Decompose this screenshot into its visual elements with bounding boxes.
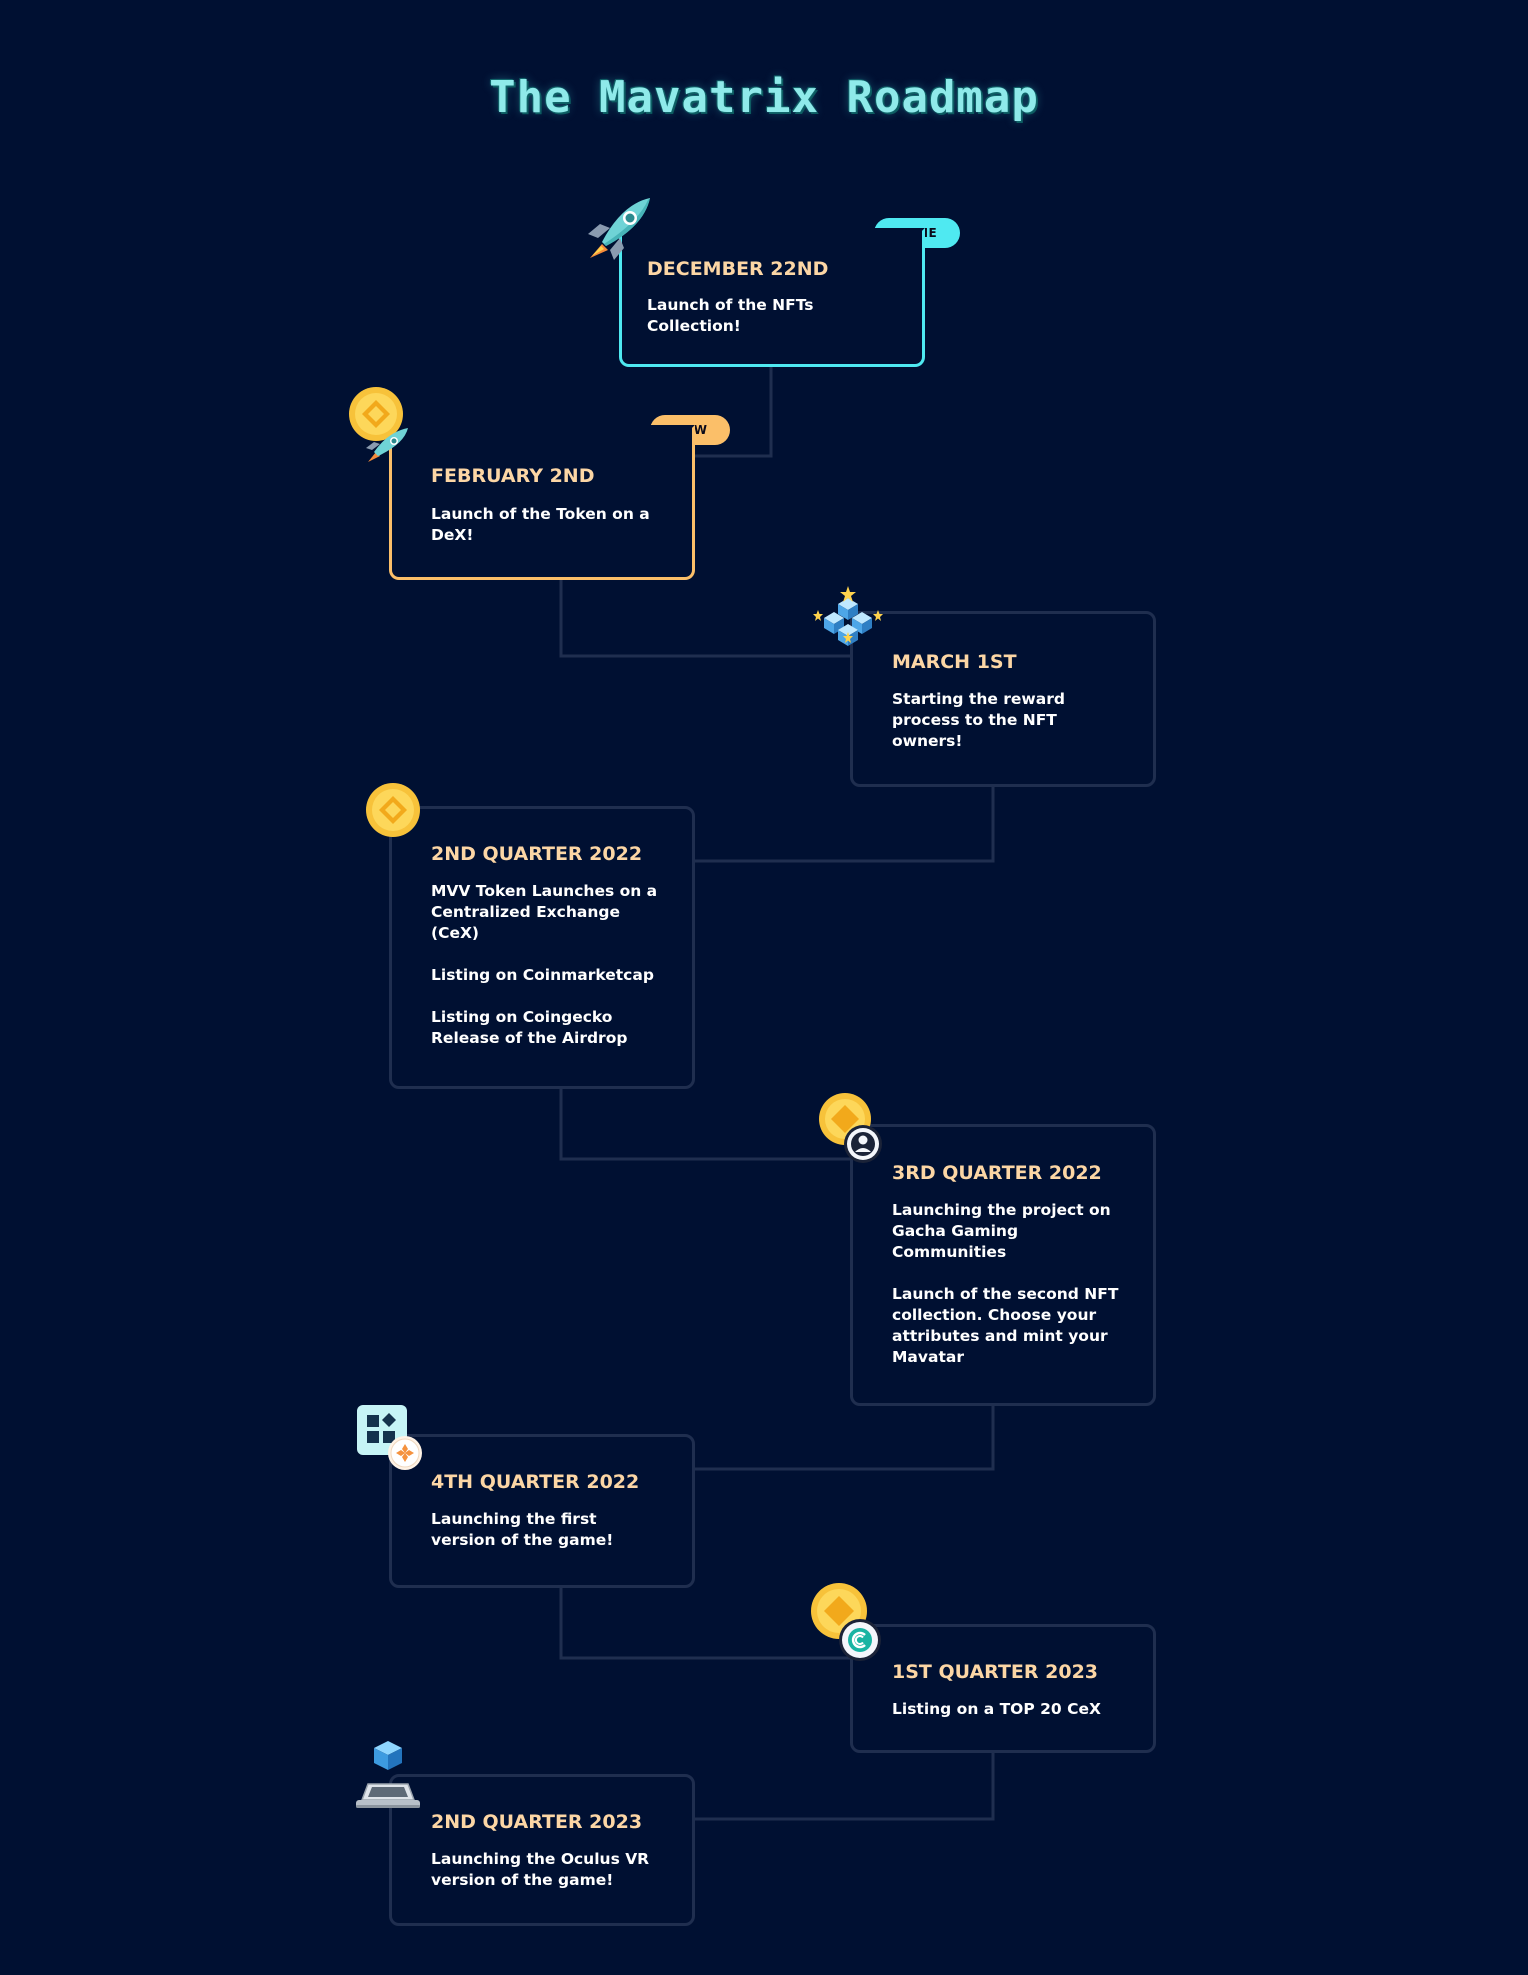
milestone-description: Listing on a TOP 20 CeX — [892, 1700, 1101, 1718]
blocks-icon — [813, 586, 883, 646]
cube-laptop-icon — [356, 1741, 420, 1808]
milestone-description: Launch of the Token on a DeX! — [431, 505, 650, 544]
milestone-date: DECEMBER 22ND — [647, 258, 829, 280]
milestone-description: Launching the first version of the game! — [431, 1510, 614, 1549]
milestone-description: Launching the project on Gacha Gaming Co… — [892, 1201, 1119, 1366]
milestone-date: MARCH 1ST — [892, 651, 1017, 673]
milestone-date: 2ND QUARTER 2023 — [431, 1811, 643, 1833]
connector-7-8 — [694, 1751, 995, 1821]
coin-rocket-icon — [349, 387, 408, 462]
milestone-card-4: 2ND QUARTER 2022 MVV Token Launches on a… — [389, 806, 695, 1089]
milestone-card-7: 1ST QUARTER 2023 Listing on a TOP 20 CeX — [850, 1624, 1156, 1753]
connector-2-3 — [559, 578, 850, 658]
milestone-description: Starting the reward process to the NFT o… — [892, 690, 1065, 750]
milestone-date: 2ND QUARTER 2022 — [431, 843, 643, 865]
milestone-card-1: DECEMBER 22ND Launch of the NFTs Collect… — [619, 228, 925, 367]
milestone-date: FEBRUARY 2ND — [431, 465, 595, 487]
milestone-card-2: FEBRUARY 2ND Launch of the Token on a De… — [389, 425, 695, 580]
game-apps-icon — [357, 1405, 422, 1470]
milestone-card-3: MARCH 1ST Starting the reward process to… — [850, 611, 1156, 787]
milestone-description: MVV Token Launches on a Centralized Exch… — [431, 882, 658, 1047]
coin-user-icon — [819, 1093, 882, 1163]
milestone-description: Launching the Oculus VR version of the g… — [431, 1850, 650, 1889]
coin-exchange-icon — [811, 1583, 881, 1661]
milestone-card-5: 3RD QUARTER 2022 Launching the project o… — [850, 1124, 1156, 1406]
connector-1-2 — [694, 365, 773, 458]
connector-5-6 — [694, 1404, 995, 1471]
connector-3-4 — [694, 785, 995, 863]
milestone-card-8: 2ND QUARTER 2023 Launching the Oculus VR… — [389, 1774, 695, 1926]
rocket-icon — [588, 198, 650, 260]
connector-4-5 — [559, 1087, 850, 1161]
milestone-description: Launch of the NFTs Collection! — [647, 296, 814, 335]
milestone-date: 3RD QUARTER 2022 — [892, 1162, 1102, 1184]
coin-icon — [366, 783, 420, 837]
milestone-date: 4TH QUARTER 2022 — [431, 1471, 640, 1493]
page-title: The Mavatrix Roadmap — [489, 72, 1039, 123]
milestone-date: 1ST QUARTER 2023 — [892, 1661, 1099, 1683]
connector-6-7 — [559, 1586, 850, 1660]
milestone-card-6: 4TH QUARTER 2022 Launching the first ver… — [389, 1434, 695, 1588]
